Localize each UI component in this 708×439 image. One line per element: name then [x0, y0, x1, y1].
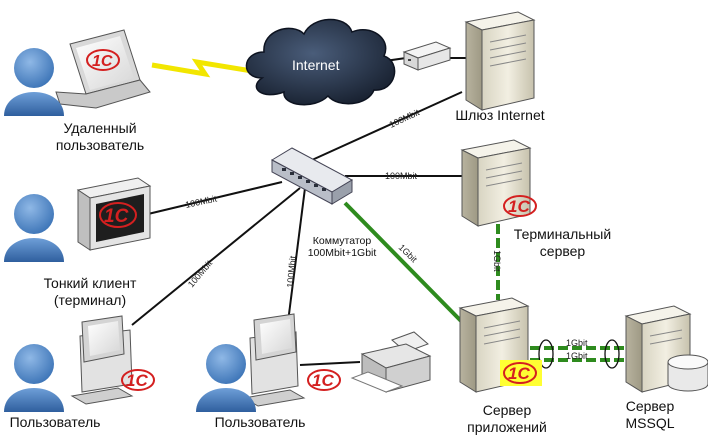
label-mssql-server: Сервер MSSQL: [625, 398, 675, 431]
label-switch-user-mid: 100Mbit: [285, 255, 298, 288]
logo-1c-app-server: 1С: [500, 360, 542, 386]
laptop: [55, 29, 151, 109]
mssql-server: [624, 305, 708, 393]
logo-1c-terminal-server: 1С: [503, 195, 537, 217]
database-icon: [667, 354, 708, 392]
logo-1c-user-left: 1С: [121, 369, 155, 391]
link-switch-app: [343, 201, 464, 324]
label-switch-user-left: 100Mbit: [186, 258, 215, 289]
network-switch: [270, 147, 354, 205]
label-remote-user: Удаленный пользователь: [55, 120, 145, 153]
internet-label: Internet: [292, 57, 340, 73]
logo-1c-thin-client: 1С: [99, 202, 137, 228]
label-user-mid: Пользователь: [214, 414, 306, 430]
person-remote-user: [4, 48, 64, 116]
wireless-link: [151, 58, 259, 78]
label-thin-client: Тонкий клиент (терминал): [43, 275, 137, 308]
person-user-left: [4, 344, 64, 412]
label-gateway: Шлюз Internet: [455, 107, 545, 123]
desktop-pc-left: [70, 315, 134, 405]
link-printer: [299, 361, 361, 366]
label-app-mssql-2: 1Gbit: [566, 351, 588, 361]
desktop-pc-mid: [242, 313, 306, 407]
link-switch-user-left: [131, 187, 301, 326]
link-switch-user-mid: [287, 187, 306, 323]
links: [131, 57, 626, 369]
label-switch: Коммутатор 100Mbit+1Gbit: [307, 235, 377, 259]
label-terminal-server: Терминальный сервер: [513, 226, 612, 259]
logo-1c-user-mid-text: 1С: [312, 371, 334, 390]
label-user-left: Пользователь: [9, 414, 101, 430]
logo-1c-terminal-server-text: 1С: [508, 197, 530, 216]
bond-ring-left: [538, 339, 554, 369]
logo-1c-user-left-text: 1С: [126, 371, 148, 390]
app-server: [458, 297, 530, 393]
label-switch-gateway: 100Mbit: [388, 107, 422, 130]
link-switch-thin: [147, 181, 283, 215]
logo-1c-thin-client-text: 1С: [104, 206, 129, 227]
logo-1c-laptop: 1С: [86, 49, 120, 71]
modem-device: [402, 41, 452, 71]
gateway-server: [464, 11, 536, 111]
logo-1c-laptop-text: 1С: [92, 53, 113, 70]
label-switch-thin: 100Mbit: [184, 193, 218, 210]
link-switch-gateway: [311, 91, 463, 161]
bond-ring-right: [604, 339, 620, 369]
person-user-mid: [196, 344, 256, 412]
label-switch-terminal: 100Mbit: [385, 171, 418, 181]
logo-1c-user-mid: 1С: [307, 369, 341, 391]
terminal-server: [460, 139, 532, 227]
label-app-server: Сервер приложений: [467, 402, 547, 435]
internet-cloud: Internet: [245, 18, 396, 106]
label-terminal-app: 1Gbit: [492, 250, 502, 272]
label-app-mssql-1: 1Gbit: [566, 338, 588, 348]
logo-1c-app-server-text: 1С: [508, 364, 530, 383]
person-thin-client: [4, 194, 64, 262]
printer: [350, 331, 432, 393]
